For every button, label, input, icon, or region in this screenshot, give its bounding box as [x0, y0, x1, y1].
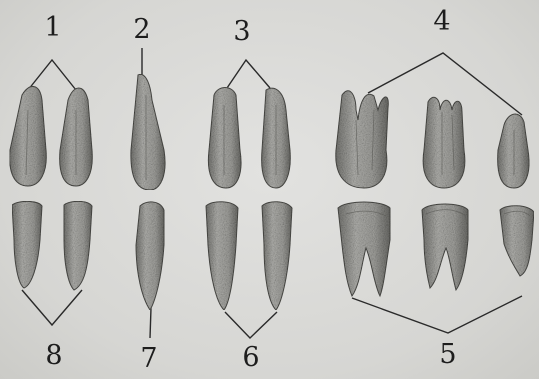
- lower-incisor-b: [64, 201, 92, 290]
- label-3: 3: [227, 18, 257, 45]
- label-6: 6: [236, 344, 266, 371]
- upper-canine: [131, 74, 165, 190]
- label-2: 2: [127, 16, 157, 43]
- leader-6: [225, 312, 277, 338]
- lower-premolar-a: [206, 202, 238, 310]
- lower-molar-1: [338, 202, 390, 296]
- lower-incisor-a: [12, 201, 42, 288]
- label-1: 1: [38, 14, 68, 41]
- upper-molar-3: [498, 114, 529, 188]
- label-7: 7: [134, 345, 164, 372]
- label-4: 4: [427, 8, 457, 35]
- label-5: 5: [433, 341, 463, 368]
- leader-7: [150, 308, 151, 338]
- leader-5: [352, 296, 522, 333]
- upper-premolar-a: [208, 88, 241, 189]
- lower-premolar-b: [262, 202, 292, 310]
- lower-canine: [136, 202, 164, 310]
- lower-molar-2: [422, 204, 468, 290]
- upper-central-incisor-a: [10, 86, 47, 186]
- lower-teeth: [12, 201, 534, 310]
- lower-molar-3: [500, 206, 534, 276]
- label-8: 8: [39, 342, 69, 369]
- upper-molar-1: [336, 91, 389, 188]
- leader-3: [227, 60, 270, 88]
- upper-teeth: [10, 74, 529, 190]
- leader-8: [22, 290, 82, 325]
- leader-1: [28, 60, 76, 90]
- upper-molar-2: [423, 97, 465, 188]
